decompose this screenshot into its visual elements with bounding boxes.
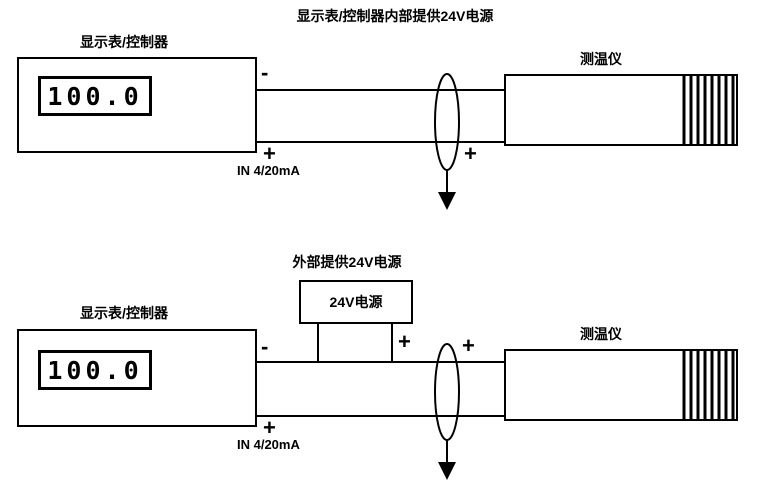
top-cable-shield-ellipse — [434, 73, 460, 171]
top-display-readout: 100.0 — [38, 76, 152, 116]
power-supply-box — [299, 280, 413, 324]
top-minus-sign: - — [261, 60, 269, 85]
top-ground-arrow-icon — [438, 192, 456, 210]
bottom-sensor-label: 测温仪 — [580, 326, 622, 342]
top-sensor-label: 测温仪 — [580, 51, 622, 67]
power-supply-label: 24V电源 — [329, 294, 383, 310]
bottom-sensor-connector-hatch — [682, 351, 735, 419]
bottom-controller-label: 显示表/控制器 — [80, 305, 168, 321]
top-controller-label: 显示表/控制器 — [80, 34, 168, 50]
bottom-plus-sign-input: + — [263, 415, 276, 440]
bottom-cable-shield-ellipse — [434, 343, 460, 441]
bottom-diagram-title: 外部提供24V电源 — [292, 254, 402, 270]
bottom-input-label: IN 4/20mA — [237, 437, 300, 452]
bottom-display-readout: 100.0 — [38, 350, 152, 390]
top-input-label: IN 4/20mA — [237, 163, 300, 178]
top-sensor-connector-hatch — [682, 76, 735, 144]
bottom-plus-sign-supply: + — [398, 329, 411, 354]
top-plus-sign-sensor: + — [464, 141, 477, 166]
bottom-minus-sign: - — [261, 334, 269, 359]
top-plus-sign-input: + — [263, 141, 276, 166]
bottom-sensor-box — [504, 349, 738, 421]
top-sensor-box — [504, 74, 738, 146]
bottom-plus-sign-sensor: + — [462, 333, 475, 358]
top-diagram-title: 显示表/控制器内部提供24V电源 — [296, 8, 494, 24]
bottom-ground-arrow-icon — [438, 462, 456, 480]
